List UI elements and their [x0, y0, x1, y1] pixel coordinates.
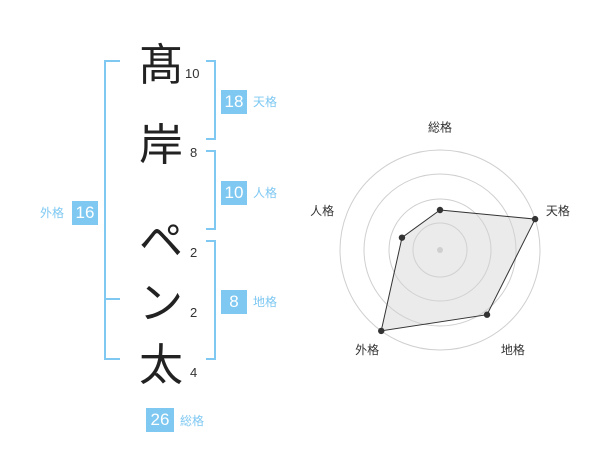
- radar-ring-3: [388, 198, 492, 302]
- radar-point-2: [531, 215, 539, 223]
- chikaku-badge: 8: [221, 290, 247, 314]
- radar-ring-1: [339, 149, 541, 351]
- tenkaku-bracket: [206, 60, 216, 140]
- chikaku-bracket: [206, 240, 216, 360]
- radar-axis-label-5: 人格: [310, 203, 334, 218]
- radar-center: [437, 247, 443, 253]
- gaikaku-bracket: [104, 60, 120, 360]
- gaikaku-badge: 16: [72, 201, 98, 225]
- name-char-4: ン: [139, 278, 183, 329]
- stroke-count-5: 4: [190, 365, 198, 380]
- stroke-count-1: 10: [185, 66, 200, 81]
- name-char-5: 太: [139, 340, 183, 391]
- stroke-count-4: 2: [190, 305, 198, 320]
- stroke-count-2: 8: [190, 145, 198, 160]
- radar-point-5: [398, 234, 406, 241]
- name-char-2: 岸: [139, 120, 183, 171]
- stroke-count-3: 2: [190, 245, 198, 260]
- jinkaku-badge: 10: [221, 181, 247, 205]
- radar-axis-label-4: 外格: [355, 342, 379, 357]
- tenkaku-badge: 18: [221, 90, 247, 114]
- radar-axis-label-1: 総格: [428, 120, 452, 135]
- chikaku-label: 地格: [253, 295, 278, 309]
- radar-ring-4: [412, 222, 468, 278]
- name-char-1: 髙: [139, 40, 183, 91]
- jinkaku-label: 人格: [253, 186, 278, 200]
- name-char-3: ペ: [139, 216, 183, 267]
- gaikaku-label: 外格: [40, 206, 65, 220]
- radar-axis-label-2: 天格: [546, 203, 570, 218]
- jinkaku-bracket: [206, 150, 216, 230]
- gaikaku-bracket-tick: [104, 298, 120, 300]
- soukaku-badge: 26: [146, 408, 174, 432]
- radar-ring-2: [363, 173, 517, 327]
- radar-point-4: [378, 327, 385, 335]
- radar-polygon: [380, 209, 536, 332]
- soukaku-label: 総格: [180, 414, 205, 428]
- radar-point-3: [483, 311, 491, 318]
- radar-point-1: [436, 206, 444, 214]
- tenkaku-label: 天格: [253, 95, 278, 109]
- radar-axis-label-3: 地格: [501, 342, 525, 357]
